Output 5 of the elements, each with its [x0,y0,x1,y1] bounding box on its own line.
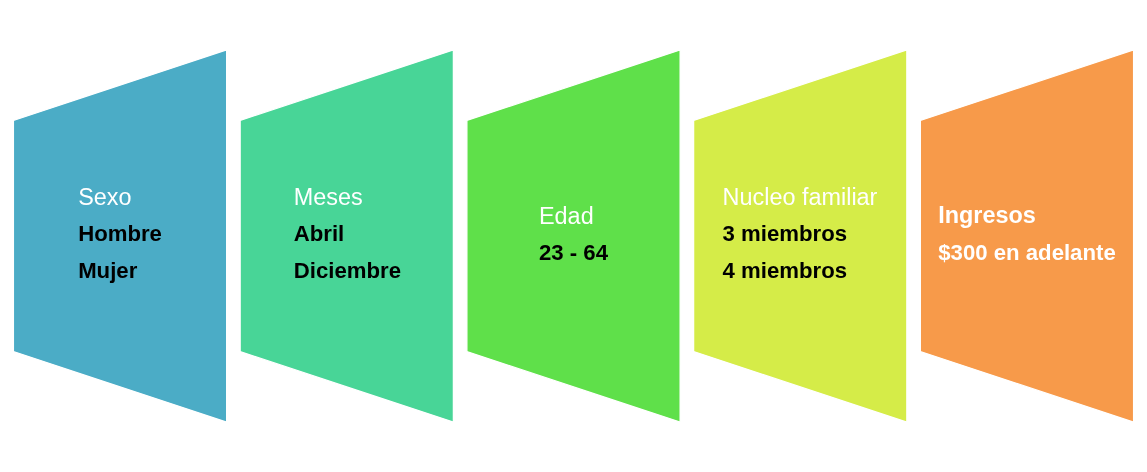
node-box: Edad 23 - 64 [466,49,681,423]
node-box: Meses Abril Diciembre [239,49,454,423]
node-box: Sexo Hombre Mujer [12,49,228,423]
node-box: Nucleo familiar 3 miembros 4 miembros [693,49,908,423]
node-box: Ingresos $300 en adelante [919,49,1135,423]
